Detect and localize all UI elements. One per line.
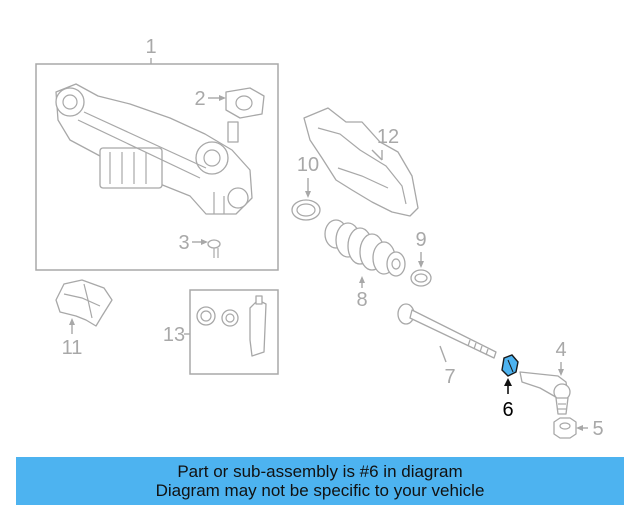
- boot-kit-drawing: [196, 295, 267, 357]
- callout-11[interactable]: 11: [62, 337, 83, 359]
- bolt-drawing: [207, 239, 221, 258]
- callout-8[interactable]: 8: [356, 289, 367, 311]
- leader-7: [439, 345, 447, 363]
- callout-9[interactable]: 9: [415, 229, 426, 251]
- mount-bushing-drawing: [225, 87, 265, 119]
- castle-nut-drawing: [553, 417, 577, 439]
- callout-7[interactable]: 7: [444, 366, 455, 388]
- heat-shield-drawing: [303, 107, 419, 217]
- inner-tie-rod-drawing: [397, 303, 497, 359]
- tie-rod-end-drawing: [519, 371, 571, 415]
- callout-4[interactable]: 4: [555, 339, 566, 361]
- leader-12: [371, 149, 383, 161]
- callout-6[interactable]: 6: [502, 399, 513, 421]
- rack-assembly-frame: [35, 63, 279, 271]
- banner-line-1: Part or sub-assembly is #6 in diagram: [177, 462, 463, 481]
- banner-line-2: Diagram may not be specific to your vehi…: [155, 481, 485, 500]
- callout-1[interactable]: 1: [145, 36, 156, 58]
- callout-3[interactable]: 3: [178, 232, 189, 254]
- cover-bracket-drawing: [55, 279, 113, 327]
- lock-nut-drawing[interactable]: [501, 354, 519, 377]
- callout-2[interactable]: 2: [194, 88, 205, 110]
- bellows-boot-drawing: [324, 219, 406, 277]
- boot-clamp-small-drawing: [410, 269, 432, 287]
- boot-clamp-large-drawing: [291, 199, 321, 221]
- steering-rack-drawing: [55, 83, 253, 215]
- callout-13[interactable]: 13: [163, 324, 185, 346]
- callout-12[interactable]: 12: [377, 126, 399, 148]
- callout-10[interactable]: 10: [297, 154, 319, 176]
- callout-5[interactable]: 5: [592, 418, 603, 440]
- info-banner: Part or sub-assembly is #6 in diagram Di…: [16, 457, 624, 505]
- boot-kit-frame: [189, 289, 279, 375]
